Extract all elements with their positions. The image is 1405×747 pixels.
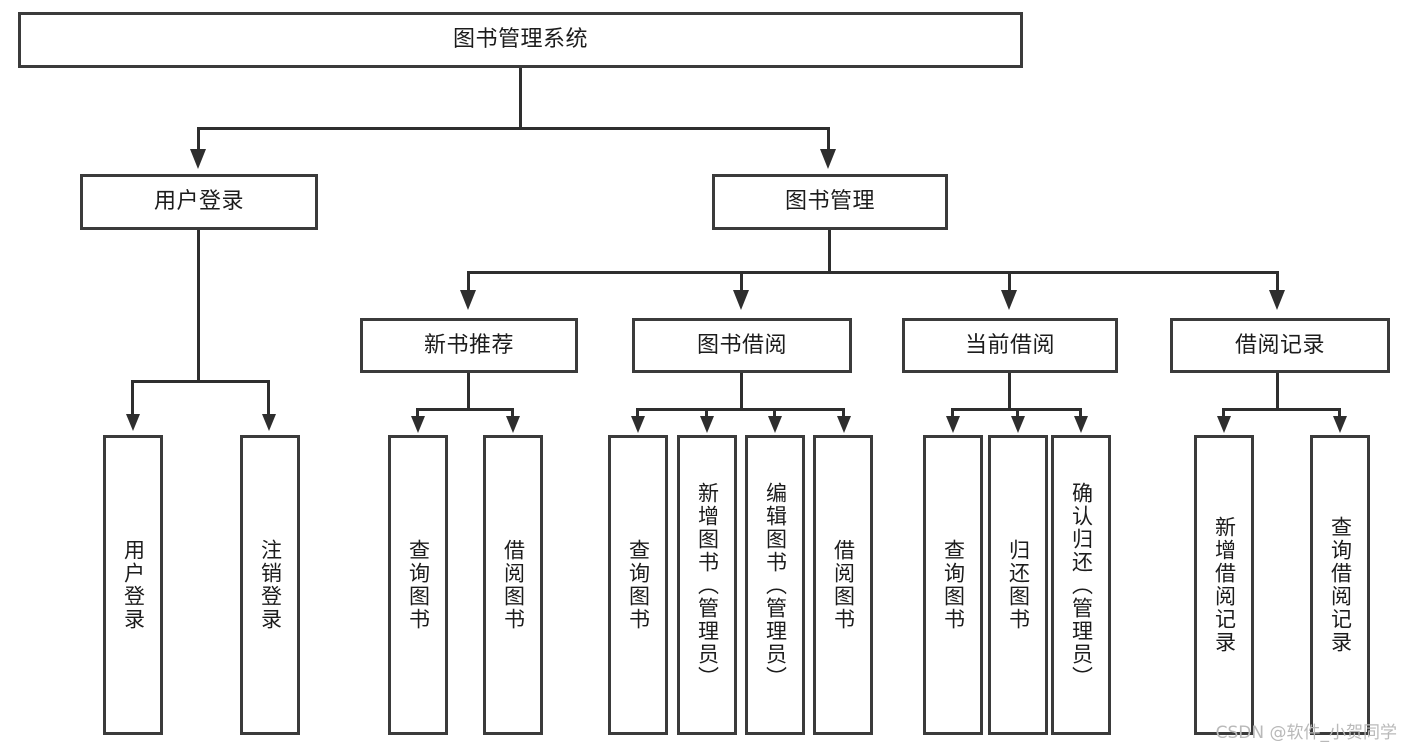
connector-cb-drop-2 [1016, 408, 1019, 420]
arrow-to-leaf-borrow-book [837, 416, 851, 433]
connector-user-login-drop-2 [267, 380, 270, 418]
node-leaf-borrow-book-label: 借阅图书 [831, 539, 856, 631]
arrow-to-leaf-add-record [1217, 416, 1231, 433]
connector-user-login-drop-1 [131, 380, 134, 418]
node-leaf-add-record-label: 新增借阅记录 [1212, 516, 1237, 654]
node-leaf-add-book-admin-label: 新增图书（管理员） [695, 481, 720, 689]
arrow-to-leaf-confirm-return-admin [1074, 416, 1088, 433]
connector-user-login-stem [197, 230, 200, 381]
node-leaf-add-record[interactable]: 新增借阅记录 [1194, 435, 1254, 735]
connector-root-bus [197, 127, 830, 130]
connector-br-drop-2 [1338, 408, 1341, 420]
node-leaf-query-book-current[interactable]: 查询图书 [923, 435, 983, 735]
node-leaf-query-book-borrow-label: 查询图书 [626, 539, 651, 631]
node-leaf-return-book[interactable]: 归还图书 [988, 435, 1048, 735]
connector-cb-drop-1 [951, 408, 954, 420]
arrow-to-leaf-query-book-borrow [631, 416, 645, 433]
node-current-borrow[interactable]: 当前借阅 [902, 318, 1118, 373]
connector-bb-drop-3 [773, 408, 776, 420]
connector-book-borrow-stem [740, 373, 743, 410]
node-leaf-user-logout-label: 注销登录 [258, 539, 283, 631]
node-new-book-recommend[interactable]: 新书推荐 [360, 318, 578, 373]
arrow-to-leaf-return-book [1011, 416, 1025, 433]
node-user-login-label: 用户登录 [153, 189, 244, 215]
connector-nbr-drop-1 [416, 408, 419, 420]
node-leaf-return-book-label: 归还图书 [1006, 539, 1031, 631]
arrow-to-leaf-query-record [1333, 416, 1347, 433]
arrow-to-leaf-borrow-book-rec [506, 416, 520, 433]
node-leaf-edit-book-admin[interactable]: 编辑图书（管理员） [745, 435, 805, 735]
arrow-to-user-login [190, 149, 206, 169]
arrow-to-book-borrow [733, 290, 749, 310]
node-leaf-add-book-admin[interactable]: 新增图书（管理员） [677, 435, 737, 735]
node-leaf-borrow-book-rec[interactable]: 借阅图书 [483, 435, 543, 735]
node-leaf-borrow-book[interactable]: 借阅图书 [813, 435, 873, 735]
arrow-to-leaf-edit-book-admin [768, 416, 782, 433]
csdn-watermark: CSDN @软件_小贺同学 [1215, 723, 1397, 743]
arrow-to-leaf-user-login [126, 414, 140, 431]
connector-bb-drop-1 [636, 408, 639, 420]
node-leaf-confirm-return-admin-label: 确认归还（管理员） [1069, 481, 1094, 689]
arrow-to-borrow-record [1269, 290, 1285, 310]
node-new-book-recommend-label: 新书推荐 [423, 332, 514, 358]
connector-cb-drop-3 [1079, 408, 1082, 420]
connector-root-drop-book-manage [827, 127, 830, 152]
node-leaf-user-login-label: 用户登录 [121, 539, 146, 631]
connector-book-manage-drop-2 [740, 271, 743, 293]
node-leaf-edit-book-admin-label: 编辑图书（管理员） [763, 481, 788, 689]
connector-user-login-bus [131, 380, 270, 383]
node-leaf-confirm-return-admin[interactable]: 确认归还（管理员） [1051, 435, 1111, 735]
node-leaf-query-book-current-label: 查询图书 [941, 539, 966, 631]
connector-root-stem [519, 68, 522, 128]
node-user-login[interactable]: 用户登录 [80, 174, 318, 230]
connector-book-manage-stem [828, 230, 831, 272]
connector-book-borrow-bus [636, 408, 845, 411]
node-leaf-query-book-rec[interactable]: 查询图书 [388, 435, 448, 735]
arrow-to-book-manage [820, 149, 836, 169]
node-root-label: 图书管理系统 [452, 27, 588, 53]
node-book-manage[interactable]: 图书管理 [712, 174, 948, 230]
node-leaf-query-record[interactable]: 查询借阅记录 [1310, 435, 1370, 735]
connector-book-manage-drop-1 [467, 271, 470, 293]
connector-new-book-recommend-bus [416, 408, 513, 411]
node-borrow-record[interactable]: 借阅记录 [1170, 318, 1390, 373]
connector-borrow-record-stem [1276, 373, 1279, 410]
node-leaf-user-login[interactable]: 用户登录 [103, 435, 163, 735]
arrow-to-leaf-query-book-rec [411, 416, 425, 433]
node-book-manage-label: 图书管理 [784, 189, 875, 215]
arrow-to-leaf-user-logout [262, 414, 276, 431]
node-leaf-user-logout[interactable]: 注销登录 [240, 435, 300, 735]
node-borrow-record-label: 借阅记录 [1234, 332, 1325, 358]
arrow-to-new-book-recommend [460, 290, 476, 310]
connector-bb-drop-2 [705, 408, 708, 420]
node-book-borrow[interactable]: 图书借阅 [632, 318, 852, 373]
node-leaf-query-book-rec-label: 查询图书 [406, 539, 431, 631]
arrow-to-current-borrow [1001, 290, 1017, 310]
node-leaf-query-record-label: 查询借阅记录 [1328, 516, 1353, 654]
connector-new-book-recommend-stem [467, 373, 470, 410]
node-book-borrow-label: 图书借阅 [696, 332, 787, 358]
connector-book-manage-bus [467, 271, 1279, 274]
node-current-borrow-label: 当前借阅 [964, 332, 1055, 358]
connector-nbr-drop-2 [511, 408, 514, 420]
connector-book-manage-drop-4 [1276, 271, 1279, 293]
connector-book-manage-drop-3 [1008, 271, 1011, 293]
connector-bb-drop-4 [842, 408, 845, 420]
connector-br-drop-1 [1222, 408, 1225, 420]
node-leaf-borrow-book-rec-label: 借阅图书 [501, 539, 526, 631]
connector-root-drop-user-login [197, 127, 200, 152]
arrow-to-leaf-add-book-admin [700, 416, 714, 433]
connector-current-borrow-stem [1008, 373, 1011, 410]
node-leaf-query-book-borrow[interactable]: 查询图书 [608, 435, 668, 735]
node-root[interactable]: 图书管理系统 [18, 12, 1023, 68]
connector-borrow-record-bus [1222, 408, 1340, 411]
arrow-to-leaf-query-book-current [946, 416, 960, 433]
